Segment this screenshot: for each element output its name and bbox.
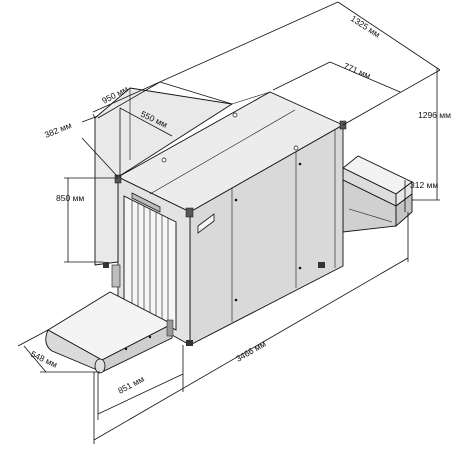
dimension-label-tunnel-height: 850 мм xyxy=(56,193,84,203)
dimension-label-total-length: 3466 мм xyxy=(234,339,268,364)
exit-conveyor xyxy=(342,155,413,233)
entry-conveyor xyxy=(45,291,174,374)
dimension-label-entry-conveyor-length: 851 мм xyxy=(116,374,146,396)
dimension-label-exit-conveyor-length: 771 мм xyxy=(342,61,372,81)
dimension-label-tunnel-length: 1325 мм xyxy=(349,13,382,39)
scanner-housing xyxy=(94,87,347,346)
dimension-label-height: 1296 мм xyxy=(418,110,451,120)
dimension-lines xyxy=(17,1,441,444)
dimension-label-belt-height: 312 мм xyxy=(410,180,438,190)
dimension-label-side-depth: 382 мм xyxy=(43,120,73,140)
